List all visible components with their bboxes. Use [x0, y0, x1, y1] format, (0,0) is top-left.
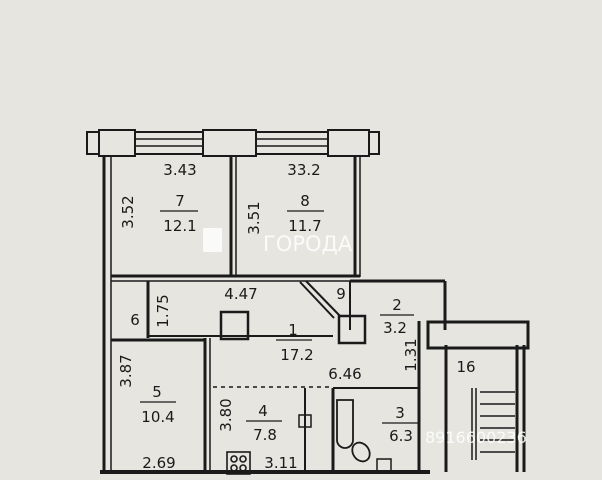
dim-room5-height: 3.87 [117, 354, 135, 387]
stove-icon [226, 451, 251, 475]
room-number: 4 [258, 402, 268, 420]
dim-room8-width: 33.2 [287, 161, 320, 179]
room-2: 2 3.2 [380, 296, 414, 337]
room-5: 5 10.4 [140, 383, 176, 426]
dim-room4-width: 3.11 [264, 454, 297, 472]
watermark-brand: ГОРОДА [263, 232, 353, 256]
room-number: 2 [392, 296, 402, 314]
room-number: 1 [288, 321, 298, 339]
room-area: 7.8 [253, 426, 277, 444]
room-area: 17.2 [280, 346, 313, 364]
bathtub-icon [336, 399, 354, 449]
sink-icon [298, 414, 392, 473]
dim-room7-height: 3.52 [119, 195, 137, 228]
top-windows [86, 129, 380, 157]
room-area: 3.2 [383, 319, 407, 337]
room-area: 6.3 [389, 427, 413, 445]
staircase [471, 388, 515, 460]
dim-room5-width: 2.69 [142, 454, 175, 472]
watermark-logo-icon [203, 228, 222, 252]
watermark-phone: 8916600236 [425, 428, 527, 447]
room-number: 8 [300, 192, 310, 210]
room-8: 8 11.7 [287, 192, 324, 235]
room-area: 10.4 [141, 408, 174, 426]
room-area: 11.7 [288, 217, 321, 235]
room-7: 7 12.1 [160, 192, 198, 235]
watermark: ГОРОДА 8916600236 [203, 228, 527, 447]
dim-corridor-width: 1.75 [154, 294, 172, 327]
room-1: 1 17.2 [276, 321, 314, 364]
dim-room8-height: 3.51 [245, 201, 263, 234]
dim-vestibule: 1.31 [402, 338, 420, 371]
dim-hall-length: 4.47 [224, 285, 257, 303]
room-number: 7 [175, 192, 185, 210]
dim-closet-6: 6 [130, 311, 140, 329]
dim-room4-height: 3.80 [217, 398, 235, 431]
dim-room7-width: 3.43 [163, 161, 196, 179]
dim-stair-16: 16 [456, 358, 475, 376]
column-left [219, 310, 250, 341]
room-area: 12.1 [163, 217, 196, 235]
column-right [337, 314, 367, 345]
diagonal-wall [299, 280, 341, 319]
room-number: 5 [152, 383, 162, 401]
dim-corner-9: 9 [336, 285, 346, 303]
room-number: 3 [395, 404, 405, 422]
room-3: 3 6.3 [382, 404, 418, 445]
room-4: 4 7.8 [246, 402, 282, 444]
walls [100, 155, 530, 474]
toilet-icon [351, 441, 371, 463]
dim-hall-width: 6.46 [328, 365, 361, 383]
